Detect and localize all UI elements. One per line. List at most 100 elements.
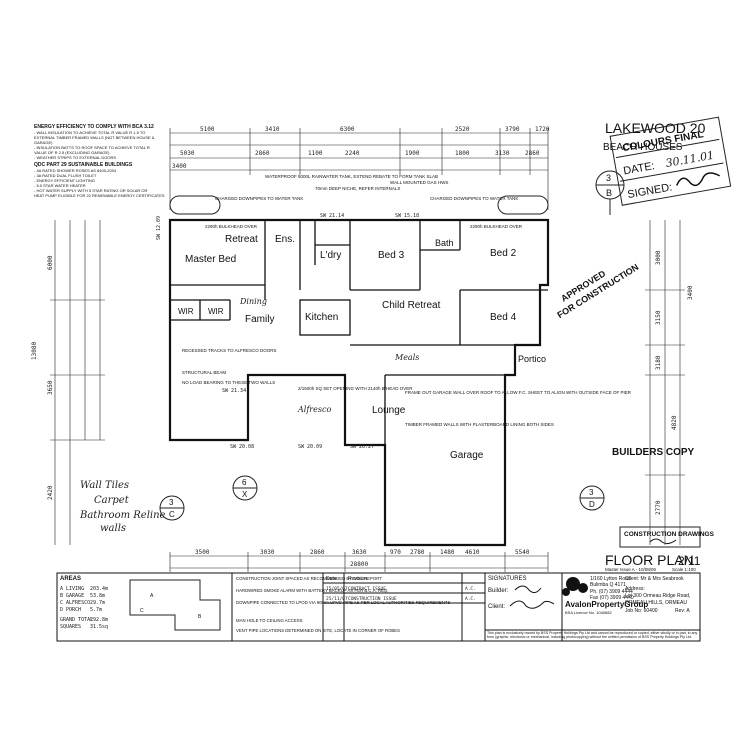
- stamp-date-label: DATE:: [622, 160, 655, 177]
- svg-text:SW 12.09: SW 12.09: [156, 216, 162, 240]
- room-ensuite: Ens.: [275, 234, 295, 245]
- svg-text:- WALL INSULATION TO ACHIEVE T: - WALL INSULATION TO ACHIEVE TOTAL R VAL…: [34, 130, 145, 135]
- svg-text:2860: 2860: [310, 549, 325, 556]
- svg-text:EXTERNAL TIMBER FRAMED WALLS (: EXTERNAL TIMBER FRAMED WALLS (NOT BETWEE…: [34, 135, 155, 140]
- svg-text:walls: walls: [100, 523, 126, 534]
- svg-text:SW 20.08: SW 20.08: [230, 444, 254, 450]
- room-retreat: Retreat: [225, 234, 258, 245]
- svg-text:28800: 28800: [350, 561, 368, 568]
- svg-text:TIMBER FRAMED WALLS WITH PLAST: TIMBER FRAMED WALLS WITH PLASTERBOARD LI…: [405, 422, 554, 427]
- colours-final-stamp: LAKEWOOD 20 BEACH HOUSES COLOURS FINAL D…: [603, 116, 732, 206]
- room-alfresco: Alfresco: [297, 405, 331, 414]
- svg-text:3130: 3130: [495, 150, 510, 157]
- svg-text:DOWNPIPE CONNECTED TO LPOD VIA: DOWNPIPE CONNECTED TO LPOD VIA 90mm UPVC…: [236, 600, 450, 605]
- svg-text:A: A: [150, 593, 154, 599]
- svg-text:GARAGE): GARAGE): [34, 140, 53, 145]
- svg-text:15/05/07: 15/05/07: [326, 586, 348, 592]
- copyright-note: This plan is exclusively owned by BSS Pr…: [487, 631, 697, 639]
- room-labels: Retreat Ens. L'dry Bed 3 Bath Bed 2 Mast…: [178, 234, 546, 461]
- svg-text:SW 15.18: SW 15.18: [395, 213, 419, 219]
- svg-text:1100: 1100: [308, 150, 323, 157]
- svg-text:Address:: Address:: [625, 586, 645, 592]
- svg-text:5.7m: 5.7m: [90, 607, 102, 613]
- section-marker-b: 3 B: [595, 170, 625, 215]
- svg-text:6: 6: [242, 478, 247, 487]
- room-bed3: Bed 3: [378, 250, 405, 261]
- svg-text:3: 3: [606, 173, 611, 183]
- svg-text:AREAS: AREAS: [60, 576, 81, 582]
- handwritten-notes: Wall Tiles Carpet Bathroom Reline walls: [79, 480, 166, 534]
- svg-text:- 4A RATED SHOWER ROSES AS 640: - 4A RATED SHOWER ROSES AS 6400-2004: [34, 168, 117, 173]
- svg-text:Bathroom Reline: Bathroom Reline: [79, 510, 166, 521]
- svg-text:3630: 3630: [352, 549, 367, 556]
- svg-text:4820: 4820: [671, 415, 678, 430]
- svg-text:29.7m: 29.7m: [90, 600, 105, 606]
- svg-text:3150: 3150: [655, 310, 662, 325]
- svg-text:- INSULATION BATTS TO ROOF SPA: - INSULATION BATTS TO ROOF SPACE TO ACHI…: [34, 145, 150, 150]
- svg-text:VALUE OF R 2.5 (EXCLUDING GARA: VALUE OF R 2.5 (EXCLUDING GARAGE): [34, 150, 110, 155]
- builders-copy: BUILDERS COPY: [612, 447, 695, 458]
- room-master-bed: Master Bed: [185, 254, 236, 265]
- svg-text:1720: 1720: [535, 126, 550, 133]
- svg-text:2420: 2420: [47, 485, 54, 500]
- svg-text:3790: 3790: [505, 126, 520, 133]
- svg-text:GRAND TOTAL: GRAND TOTAL: [60, 617, 93, 623]
- top-dim-labels: 5100 3410 6300 2520 3790 1720 5030 2860 …: [172, 126, 550, 170]
- room-wir-1: WIR: [178, 307, 194, 316]
- svg-text:13080: 13080: [31, 342, 38, 360]
- svg-text:5540: 5540: [515, 549, 530, 556]
- svg-text:Revision: Revision: [348, 576, 367, 582]
- svg-text:- 3A RATED DUAL FLUSH TOILET: - 3A RATED DUAL FLUSH TOILET: [34, 173, 97, 178]
- room-dining: Dining: [239, 297, 267, 306]
- svg-text:Client:: Client:: [488, 604, 505, 610]
- svg-text:970: 970: [390, 549, 401, 556]
- svg-text:1480: 1480: [440, 549, 455, 556]
- svg-text:2520: 2520: [455, 126, 470, 133]
- svg-text:Fax (07) 3909 4440: Fax (07) 3909 4440: [590, 595, 634, 601]
- water-tank-left: [169, 195, 221, 215]
- svg-text:FRAME OUT GARAGE WALL OVER ROO: FRAME OUT GARAGE WALL OVER ROOF TO ALLOW…: [405, 390, 632, 395]
- svg-text:SQUARES: SQUARES: [60, 624, 81, 630]
- title-block: [56, 572, 701, 642]
- room-meals: Meals: [394, 353, 419, 362]
- svg-text:3180: 3180: [655, 355, 662, 370]
- company-block: 1/160 Lytton Road Bulimba Q 4171 Ph. (07…: [562, 576, 648, 615]
- room-family: Family: [245, 314, 274, 325]
- energy-notes: ENERGY EFFICIENCY TO COMPLY WITH BCA 3.1…: [34, 124, 165, 198]
- svg-text:2240: 2240: [345, 150, 360, 157]
- svg-text:Job No: 60400: Job No: 60400: [625, 608, 658, 614]
- svg-text:- WEATHER STRIPS TO EXTERNAL D: - WEATHER STRIPS TO EXTERNAL DOORS: [34, 155, 116, 160]
- svg-text:SW 20.09: SW 20.09: [298, 444, 322, 450]
- section-marker-d: 3 D: [579, 485, 605, 511]
- svg-text:C: C: [140, 608, 144, 614]
- bottom-dim-labels: 3500 3030 2860 3630 970 2780 1480 4610 5…: [195, 549, 530, 568]
- tank-notes: WATERPROOF 5000L RAINWATER TANK, EXTEND …: [215, 174, 518, 201]
- svg-text:VENT PIPE LOCATIONS DETERMINED: VENT PIPE LOCATIONS DETERMINED ON SITE, …: [236, 628, 400, 633]
- svg-text:53.8m: 53.8m: [90, 593, 105, 599]
- right-dim-labels: 3000 3150 3180 4820 2770 3400: [655, 250, 694, 515]
- avalon-logo: [566, 577, 580, 591]
- svg-text:D: D: [589, 500, 595, 509]
- svg-text:2290h BULKHEAD OVER: 2290h BULKHEAD OVER: [470, 224, 523, 229]
- room-garage: Garage: [450, 450, 484, 461]
- room-portico: Portico: [518, 354, 546, 364]
- svg-text:A.C.: A.C.: [465, 596, 476, 602]
- room-bed2: Bed 2: [490, 248, 517, 259]
- svg-text:Bulimba Q 4171: Bulimba Q 4171: [590, 582, 626, 588]
- bottom-dimensions: [169, 552, 549, 572]
- svg-text:5100: 5100: [200, 126, 215, 133]
- revisions-table: Date Revision 15/05/07 CONTRACT ISSUE A.…: [326, 576, 476, 602]
- svg-text:2/11: 2/11: [678, 554, 701, 568]
- svg-text:AvalonPropertyGroup: AvalonPropertyGroup: [565, 600, 648, 609]
- construction-drawings-stamp: CONSTRUCTION DRAWINGS: [619, 526, 715, 548]
- svg-text:MAN HOLE TO CEILING ACCESS: MAN HOLE TO CEILING ACCESS: [236, 618, 303, 623]
- svg-text:2290h BULKHEAD OVER: 2290h BULKHEAD OVER: [205, 224, 258, 229]
- signatures-block: SIGNATURES Builder: Client:: [488, 576, 555, 610]
- svg-text:6300: 6300: [340, 126, 355, 133]
- svg-text:CONTRACT ISSUE: CONTRACT ISSUE: [348, 586, 386, 592]
- svg-text:Scale 1:100: Scale 1:100: [672, 567, 696, 572]
- room-kitchen: Kitchen: [305, 312, 338, 323]
- left-dimensions: [50, 220, 105, 545]
- svg-text:Rev: A: Rev: A: [675, 608, 690, 614]
